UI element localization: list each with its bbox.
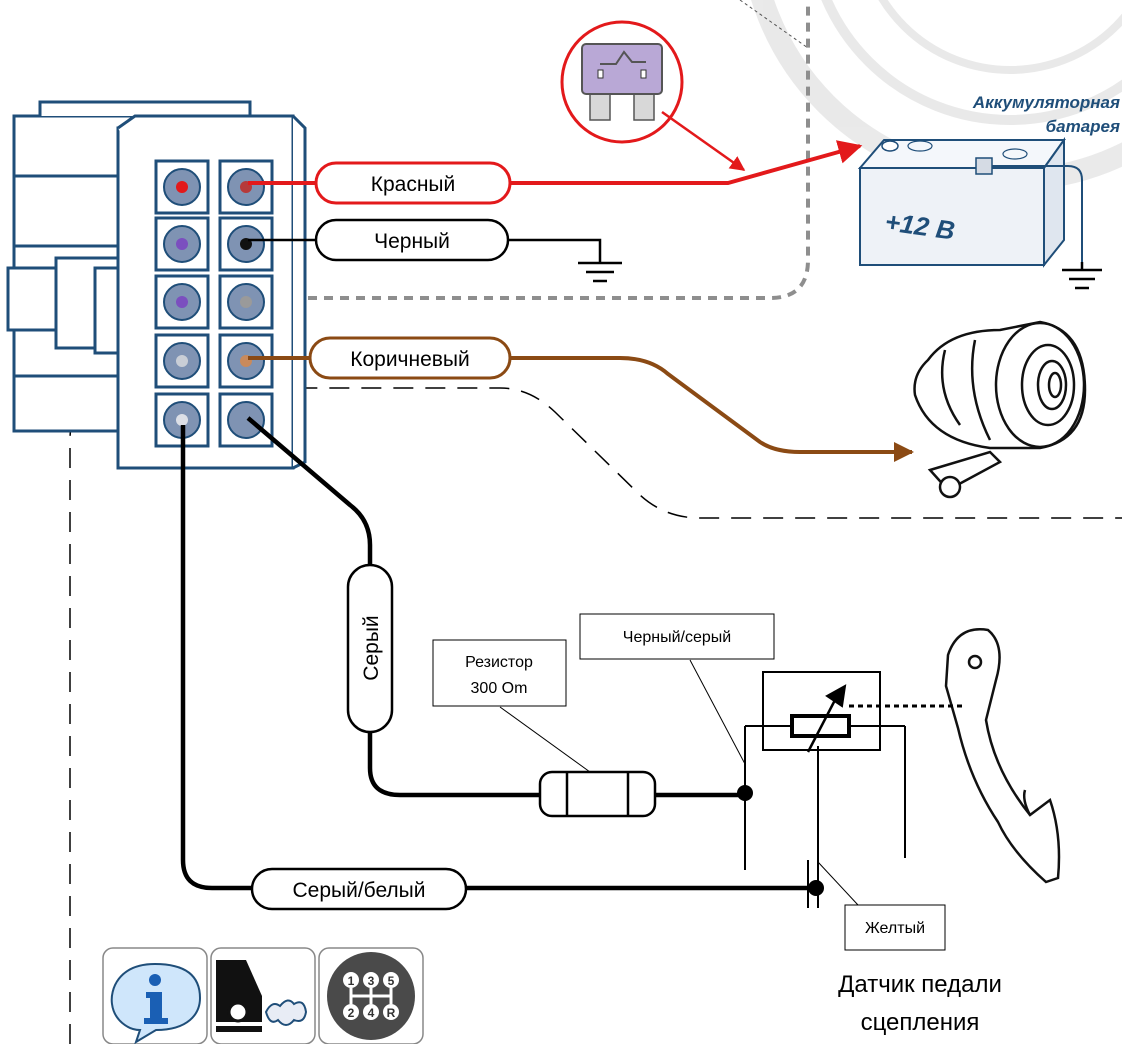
gray-white-wire-label: Серый/белый xyxy=(250,867,468,911)
gray-wire-label: Серый xyxy=(346,563,394,734)
svg-text:Красный: Красный xyxy=(371,173,456,196)
svg-text:300 Om: 300 Om xyxy=(471,680,528,697)
svg-text:Серый: Серый xyxy=(360,615,383,680)
sensor-title-line2: сцепления xyxy=(861,1009,980,1036)
brown-wire xyxy=(248,356,912,452)
connector-pin-b5 xyxy=(218,392,274,448)
connector-pin-b4 xyxy=(218,333,274,389)
clutch-sensor xyxy=(744,671,962,908)
svg-text:3: 3 xyxy=(368,974,375,988)
black-wire xyxy=(248,238,602,263)
clutch-pedal xyxy=(944,628,1061,884)
connector-pin-b1 xyxy=(218,159,274,215)
black-wire-label: Черный xyxy=(314,218,510,262)
black-gray-callout: Черный/серый xyxy=(579,613,775,660)
black-gray-leader xyxy=(689,659,746,765)
gray-wire xyxy=(246,416,745,798)
svg-text:Желтый: Желтый xyxy=(865,920,925,937)
red-wire-label: Красный xyxy=(314,161,512,205)
connector-pin-a4 xyxy=(154,333,210,389)
yellow-leader xyxy=(817,861,859,906)
svg-text:Серый/белый: Серый/белый xyxy=(292,879,425,902)
gear-positions: 1 3 5 2 4 R xyxy=(343,972,399,1020)
black-wire-ground-symbol xyxy=(578,261,622,283)
battery-title-line2: батарея xyxy=(1046,117,1120,136)
svg-text:R: R xyxy=(387,1006,396,1020)
svg-text:1: 1 xyxy=(348,974,355,988)
svg-text:4: 4 xyxy=(368,1006,375,1020)
resistor-leader xyxy=(499,706,591,773)
manual-gearbox-icon[interactable]: 1 3 5 2 4 R xyxy=(318,947,424,1044)
connector-pin-b2 xyxy=(218,216,274,272)
gray-white-wire xyxy=(180,425,818,891)
fuse-zone-boundary xyxy=(739,0,809,49)
info-icon[interactable] xyxy=(102,947,208,1044)
junction-gray-sensor xyxy=(737,785,753,801)
battery-title-line1: Аккумуляторная xyxy=(972,93,1120,112)
svg-text:Резистор: Резистор xyxy=(465,654,533,671)
svg-text:Черный: Черный xyxy=(374,230,450,253)
svg-text:Коричневый: Коричневый xyxy=(350,348,470,371)
fuse xyxy=(560,20,746,172)
connector-pin-a1 xyxy=(154,159,210,215)
red-wire xyxy=(248,146,860,185)
resistor xyxy=(538,770,657,818)
connector-pin-a2 xyxy=(154,216,210,272)
resistor-callout: Резистор 300 Om xyxy=(432,639,567,707)
connector-pin-a3 xyxy=(154,274,210,330)
svg-text:2: 2 xyxy=(348,1006,355,1020)
junction-graywhite-sensor xyxy=(808,880,824,896)
siren xyxy=(913,320,1087,499)
siren-zone-boundary xyxy=(69,387,1122,1044)
connector-pin-b3 xyxy=(218,274,274,330)
svg-text:5: 5 xyxy=(388,974,395,988)
svg-text:Черный/серый: Черный/серый xyxy=(623,629,731,646)
sensor-title-line1: Датчик педали xyxy=(838,971,1002,998)
yellow-callout: Желтый xyxy=(844,904,946,951)
brown-wire-label: Коричневый xyxy=(308,336,512,380)
battery-ground-symbol xyxy=(1062,262,1102,290)
car-exhaust-icon[interactable] xyxy=(210,947,316,1044)
